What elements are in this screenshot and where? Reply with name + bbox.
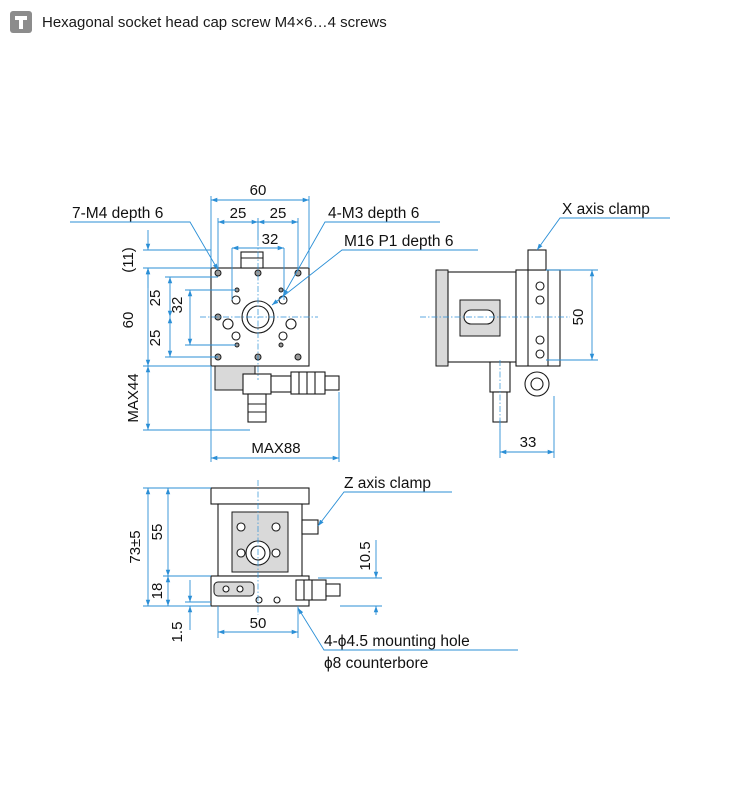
header: Hexagonal socket head cap screw M4×6…4 s…	[10, 8, 387, 36]
dim-60-side: 60	[120, 312, 137, 329]
side-view: 50 33 X axis clamp	[420, 201, 670, 458]
side-clamp-screw	[527, 249, 547, 271]
front-view: 73±5 55 18 1.5 10.5 50 Z axis clamp 4-ϕ4…	[127, 475, 518, 672]
screw-icon	[10, 11, 32, 33]
top-micrometer-vertical	[247, 393, 267, 423]
label-z-clamp: Z axis clamp	[344, 475, 431, 492]
dim-50-front: 50	[250, 615, 267, 632]
dim-25-lower: 25	[147, 330, 164, 347]
header-note: Hexagonal socket head cap screw M4×6…4 s…	[42, 13, 387, 31]
label-x-clamp: X axis clamp	[562, 201, 650, 218]
m3-holes	[222, 295, 297, 341]
label-m16: M16 P1 depth 6	[344, 233, 453, 250]
dim-55: 55	[149, 524, 166, 541]
dim-1-5: 1.5	[169, 622, 186, 643]
dim-18: 18	[149, 583, 166, 600]
dim-width: 60	[250, 182, 267, 199]
dim-50-side: 50	[570, 309, 587, 326]
dim-10-5: 10.5	[357, 541, 374, 570]
dim-32-top: 32	[262, 231, 279, 248]
top-clamp-screw	[240, 251, 264, 269]
z-clamp-screw	[301, 519, 319, 535]
label-mount-hole: 4-ϕ4.5 mounting hole	[324, 633, 470, 650]
front-micrometer	[295, 579, 327, 601]
dim-max44: MAX44	[125, 373, 142, 422]
label-m3: 4-M3 depth 6	[328, 205, 419, 222]
top-view: 60 25 25 32 (11) 25 25 32 60 MAX44	[70, 182, 478, 462]
side-plate	[435, 269, 449, 367]
dim-25-upper: 25	[147, 290, 164, 307]
dim-11: (11)	[120, 247, 137, 273]
front-top-plate	[210, 487, 310, 505]
dim-32-side: 32	[169, 297, 186, 314]
dim-25-right: 25	[270, 205, 287, 222]
top-micrometer	[290, 371, 326, 395]
dim-25-left: 25	[230, 205, 247, 222]
dim-max88: MAX88	[251, 440, 300, 457]
label-m4: 7-M4 depth 6	[72, 205, 163, 222]
label-counterbore: ϕ8 counterbore	[324, 655, 428, 672]
dim-73: 73±5	[127, 530, 144, 563]
dim-33: 33	[520, 434, 537, 451]
